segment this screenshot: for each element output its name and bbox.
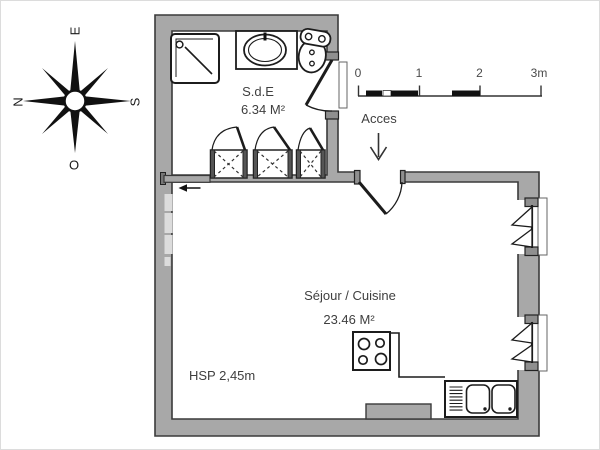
compass-east-label: E [68,26,83,35]
ceiling-height-label: HSP 2,45m [189,368,255,383]
shower-icon [170,33,220,84]
scale-bar: 0 1 2 3m [355,66,548,97]
entry-door [353,169,406,215]
radiator-marks [164,194,173,266]
entry-label: Acces [361,111,397,126]
compass-south-label: S [128,97,143,106]
living-name-label: Séjour / Cuisine [304,288,396,303]
closet-3 [295,127,326,179]
window-2 [510,314,548,372]
stove-icon [352,331,391,371]
wall-duct-bump [365,403,432,420]
sliding-door [160,172,211,185]
scale-tick-0: 0 [355,66,362,80]
closet-1 [209,126,248,179]
compass-north-label: N [11,97,26,106]
entry-arrow-icon [369,133,388,161]
window-1 [510,197,548,257]
closet-2 [252,126,293,179]
scale-tick-2: 2 [476,66,483,80]
bathroom-area-label: 6.34 M² [241,102,286,117]
sliding-direction-arrow-icon [178,184,201,192]
bathroom-door [304,51,348,120]
kitchen-sink-icon [444,380,518,418]
living-area-label: 23.46 M² [323,312,375,327]
kitchen-counter-outline [390,332,445,378]
scale-tick-1: 1 [416,66,423,80]
toilet-icon [297,27,332,74]
scale-tick-3: 3m [531,66,548,80]
bathroom-name-label: S.d.E [242,84,274,99]
compass-rose-icon: E N S O [11,26,143,172]
compass-west-label: O [69,158,79,173]
washbasin-icon [235,30,298,70]
